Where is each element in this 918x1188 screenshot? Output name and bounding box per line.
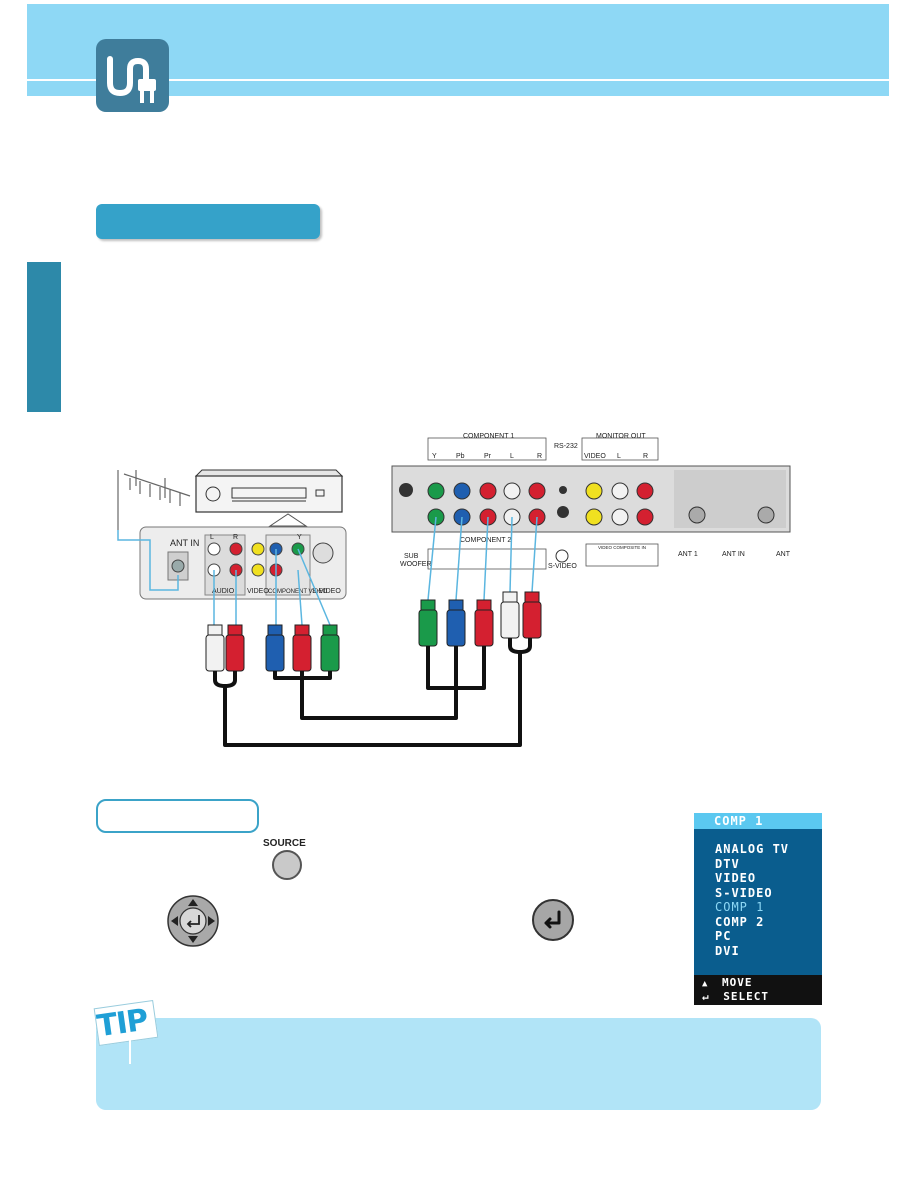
up-down-arrow-icon: ▲ <box>702 979 709 989</box>
header-divider <box>27 79 889 81</box>
vcr-plugs <box>205 624 340 672</box>
vcr-r-label: R <box>233 534 238 541</box>
tv-component1-label: COMPONENT 1 <box>463 433 514 440</box>
tv-sub-label: SUB <box>404 553 419 560</box>
tv-c1-l: L <box>510 453 514 460</box>
osd-move-label: MOVE <box>722 976 753 989</box>
vcr-video-label: VIDEO <box>247 588 269 595</box>
navigation-dpad[interactable] <box>166 894 220 953</box>
tv-component2-label: COMPONENT 2 <box>460 537 511 544</box>
source-button[interactable] <box>272 850 302 880</box>
osd-item[interactable]: PC <box>715 929 732 943</box>
tv-woofer-label: WOOFER <box>400 561 432 568</box>
tv-c1-pb: Pb <box>456 453 465 460</box>
osd-item[interactable]: DVI <box>715 943 740 958</box>
osd-select-row: ↵ SELECT <box>702 990 769 1003</box>
tv-ant-in-label: ANT IN <box>722 551 745 558</box>
tv-c1-y: Y <box>432 453 437 460</box>
tv-c1-r: R <box>537 453 542 460</box>
enter-arrow-icon: ↵ <box>702 990 710 1003</box>
osd-move-row: ▲ MOVE <box>702 976 753 989</box>
enter-button[interactable] <box>532 899 574 941</box>
vcr-s-video-label: S-VIDEO <box>312 588 341 595</box>
tv-mo-r: R <box>643 453 648 460</box>
enter-arrow-icon <box>544 910 561 929</box>
vcr-component-video-label: COMPONENT VIDEO <box>268 589 328 595</box>
osd-title: COMP 1 <box>694 813 822 829</box>
tv-ant-label: ANT <box>776 551 791 558</box>
osd-item[interactable]: COMP 2 <box>715 914 765 929</box>
vcr-l-label: L <box>210 534 214 541</box>
tv-c1-pr: Pr <box>484 453 492 460</box>
osd-item[interactable]: ANALOG TV <box>715 842 790 856</box>
tv-video-composite-in-label: VIDEO COMPOSITE IN <box>598 545 646 550</box>
tip-box <box>96 1018 821 1110</box>
vcr-audio-label: AUDIO <box>212 588 235 595</box>
osd-item[interactable]: COMP 1 <box>715 900 765 914</box>
tv-plugs <box>418 591 542 647</box>
tv-mo-video: VIDEO <box>584 453 606 460</box>
tv-rs232-label: RS-232 <box>554 443 578 450</box>
section-heading-pill <box>96 204 320 239</box>
osd-item[interactable]: VIDEO <box>715 871 757 885</box>
tv-monitor-out-label: MONITOR OUT <box>596 433 646 440</box>
source-button-label: SOURCE <box>263 838 306 849</box>
osd-item[interactable]: S-VIDEO <box>715 885 773 900</box>
side-chapter-tab <box>27 262 61 412</box>
tv-s-video-label: S-VIDEO <box>548 563 577 570</box>
tv-mo-l: L <box>617 453 621 460</box>
vcr-icon <box>194 469 344 513</box>
osd-item[interactable]: DTV <box>715 856 740 871</box>
antenna-icon <box>117 470 191 530</box>
vcr-ant-in-label: ANT IN <box>170 538 199 548</box>
tip-sign-post <box>129 1040 131 1064</box>
tv-ant1-label: ANT 1 <box>678 551 698 558</box>
tip-label: TIP <box>94 1002 150 1045</box>
osd-footer: ▲ MOVE ↵ SELECT <box>694 975 822 1005</box>
vcr-y-label: Y <box>297 534 302 541</box>
plug-icon <box>96 39 169 112</box>
step-heading-pill <box>96 799 259 833</box>
osd-select-label: SELECT <box>723 990 769 1003</box>
connection-diagram: ANT IN L R Y AUDIO VIDEO COMPONENT VIDEO… <box>117 433 791 747</box>
